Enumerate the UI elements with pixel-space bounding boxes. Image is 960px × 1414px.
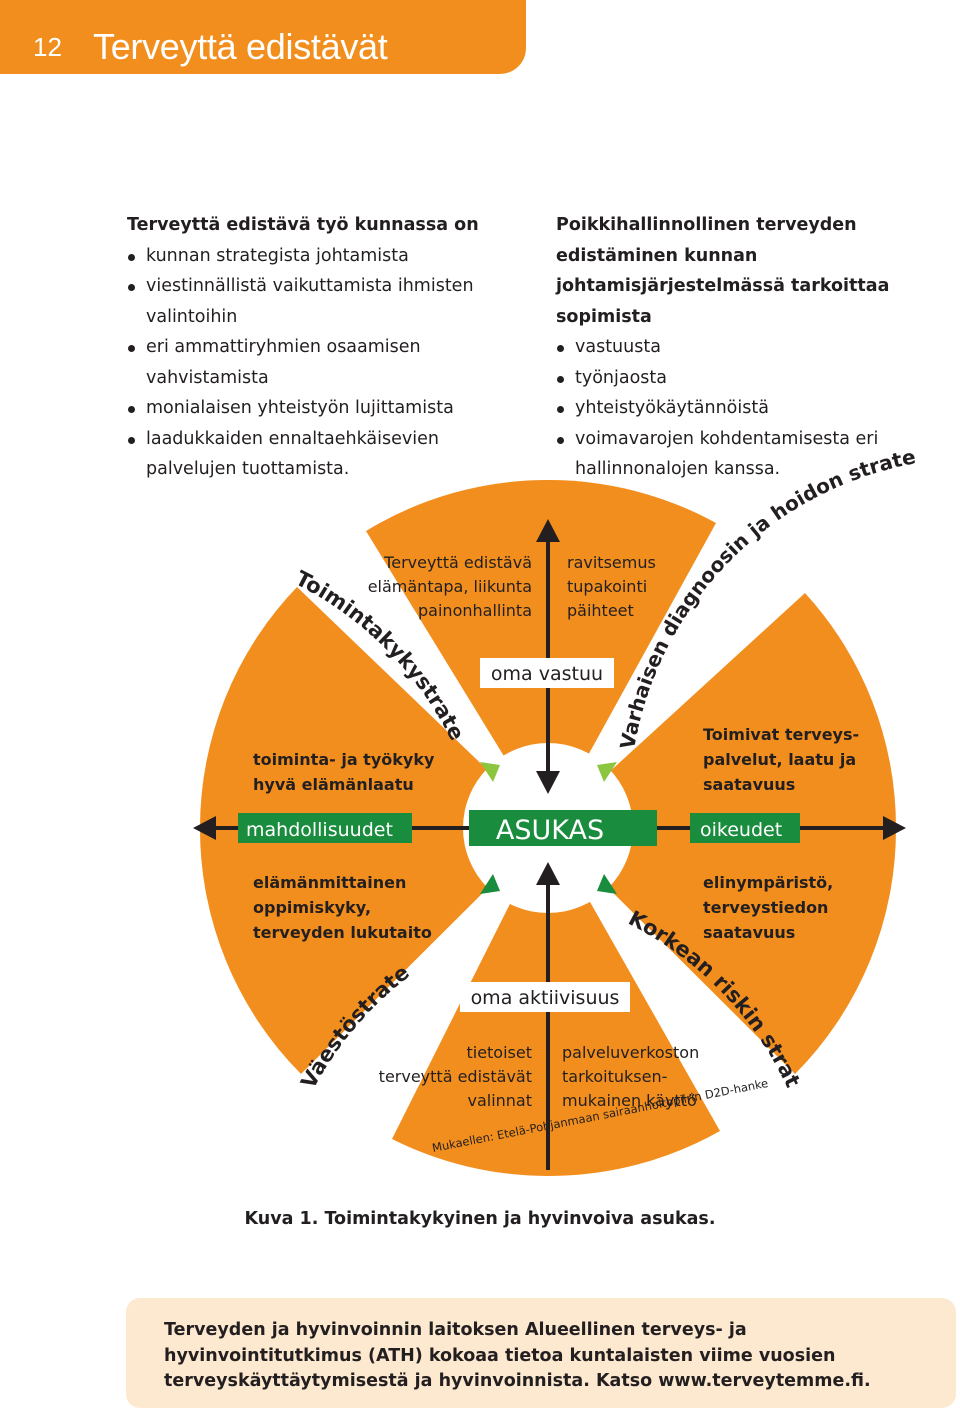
list-item: monialaisen yhteistyön lujittamista [127, 393, 547, 424]
sector-bottom-right [548, 828, 897, 1074]
opportunities-box [238, 813, 412, 843]
green-triangle-icon [480, 762, 500, 782]
text-line: Terveyttä edistävä [383, 553, 532, 572]
green-triangle-icon [480, 874, 500, 894]
sector-top-center-right [548, 479, 716, 828]
arrow-left-icon [193, 816, 216, 840]
text-line: palvelut, laatu ja [703, 750, 856, 769]
text-line: saatavuus [703, 923, 795, 942]
text-line: palveluverkoston [562, 1043, 699, 1062]
text-line: ravitsemus [567, 553, 656, 572]
text-line: valinnat [467, 1091, 532, 1110]
wellbeing-diagram: mahdollisuudet ASUKAS oikeudet oma vastu… [0, 0, 918, 1177]
green-triangle-icon [597, 762, 617, 782]
text-line: terveyttä edistävät [379, 1067, 532, 1086]
list-item: viestinnällistä vaikuttamista ihmisten v… [127, 271, 476, 332]
text-line: painonhallinta [418, 601, 532, 620]
left-lower-text: elämänmittainen oppimiskyky, terveyden l… [253, 873, 432, 942]
text-line: tarkoituksen- [562, 1067, 667, 1086]
left-column-heading: Terveyttä edistävä työ kunnassa on [127, 215, 479, 235]
arrow-right-icon [883, 816, 906, 840]
page-title: Terveyttä edistävät rakenteet [93, 26, 388, 109]
left-column-list: kunnan strategista johtamista viestinnäl… [127, 241, 547, 485]
top-left-upper-text: Terveyttä edistävä elämäntapa, liikunta … [368, 553, 532, 620]
list-item: kunnan strategista johtamista [127, 241, 547, 272]
right-column-heading: Poikkihallinnollinen terveyden edistämin… [556, 215, 890, 327]
left-upper-text: toiminta- ja työkyky hyvä elämänlaatu [253, 750, 435, 794]
list-item: eri ammattiryhmien osaamisen vahvistamis… [127, 332, 547, 393]
list-item: laadukkaiden ennaltaehkäisevien palveluj… [127, 424, 526, 485]
list-item: yhteistyökäytännöistä [556, 393, 956, 424]
page-number: 12 [33, 32, 62, 62]
own-responsibility-box [480, 658, 614, 688]
text-line: elämäntapa, liikunta [368, 577, 532, 596]
left-column: Terveyttä edistävä työ kunnassa on kunna… [127, 210, 547, 485]
list-item: työnjaosta [556, 363, 956, 394]
text-line: Toimivat terveys- [703, 725, 859, 744]
text-line: terveystiedon [703, 898, 828, 917]
opportunities-label: mahdollisuudet [246, 819, 393, 841]
right-upper-text: Toimivat terveys- palvelut, laatu ja saa… [703, 725, 859, 794]
strategy-text: Toimintakykystrategia [0, 0, 469, 744]
rights-label: oikeudet [700, 819, 782, 841]
text-line: saatavuus [703, 775, 795, 794]
text-line: elämänmittainen [253, 873, 406, 892]
own-responsibility-label: oma vastuu [491, 663, 603, 685]
right-column-list: vastuusta työnjaosta yhteistyökäytännöis… [556, 332, 956, 485]
header-tab: 12 Terveyttä edistävät rakenteet [0, 0, 526, 109]
arrow-down-icon [536, 771, 560, 794]
text-line: hyvä elämänlaatu [253, 775, 414, 794]
list-item: voimavarojen kohdentamisesta eri hallinn… [556, 424, 955, 485]
own-activity-label: oma aktiivisuus [471, 987, 620, 1009]
text-line: toiminta- ja työkyky [253, 750, 435, 769]
sector-top-center-left [366, 479, 548, 828]
arrow-up-icon [536, 862, 560, 885]
info-box-text: Terveyden ja hyvinvoinnin laitoksen Alue… [164, 1320, 871, 1391]
strategy-label-top-left: Toimintakykystrategia [0, 0, 469, 744]
arrow-up-icon [536, 519, 560, 542]
sector-top-left [200, 587, 548, 828]
sector-top-right [548, 593, 897, 828]
sector-bottom-left [199, 828, 548, 1074]
asukas-label: ASUKAS [496, 815, 604, 846]
right-column: Poikkihallinnollinen terveyden edistämin… [556, 210, 956, 485]
text-line: päihteet [567, 601, 634, 620]
green-triangle-icon [597, 874, 617, 894]
figure-caption: Kuva 1. Toimintakykyinen ja hyvinvoiva a… [244, 1209, 716, 1229]
sector-bottom-center-right [548, 828, 720, 1177]
text-line: mukainen käyttö [562, 1091, 697, 1110]
text-line: oppimiskyky, [253, 898, 371, 917]
bottom-left-lower-text: tietoiset terveyttä edistävät valinnat [379, 1043, 532, 1110]
info-box: Terveyden ja hyvinvoinnin laitoksen Alue… [126, 1298, 956, 1408]
rights-box [690, 813, 800, 843]
asukas-box [469, 810, 657, 846]
own-activity-box [460, 982, 630, 1012]
right-lower-text: elinympäristö, terveystiedon saatavuus [703, 873, 833, 942]
text-line: tietoiset [466, 1043, 532, 1062]
bottom-right-lower-text: palveluverkoston tarkoituksen- mukainen … [562, 1043, 699, 1110]
list-item: vastuusta [556, 332, 956, 363]
text-line: elinympäristö, [703, 873, 833, 892]
top-right-upper-text: ravitsemus tupakointi päihteet [567, 553, 656, 620]
text-line: terveyden lukutaito [253, 923, 432, 942]
text-line: tupakointi [567, 577, 647, 596]
